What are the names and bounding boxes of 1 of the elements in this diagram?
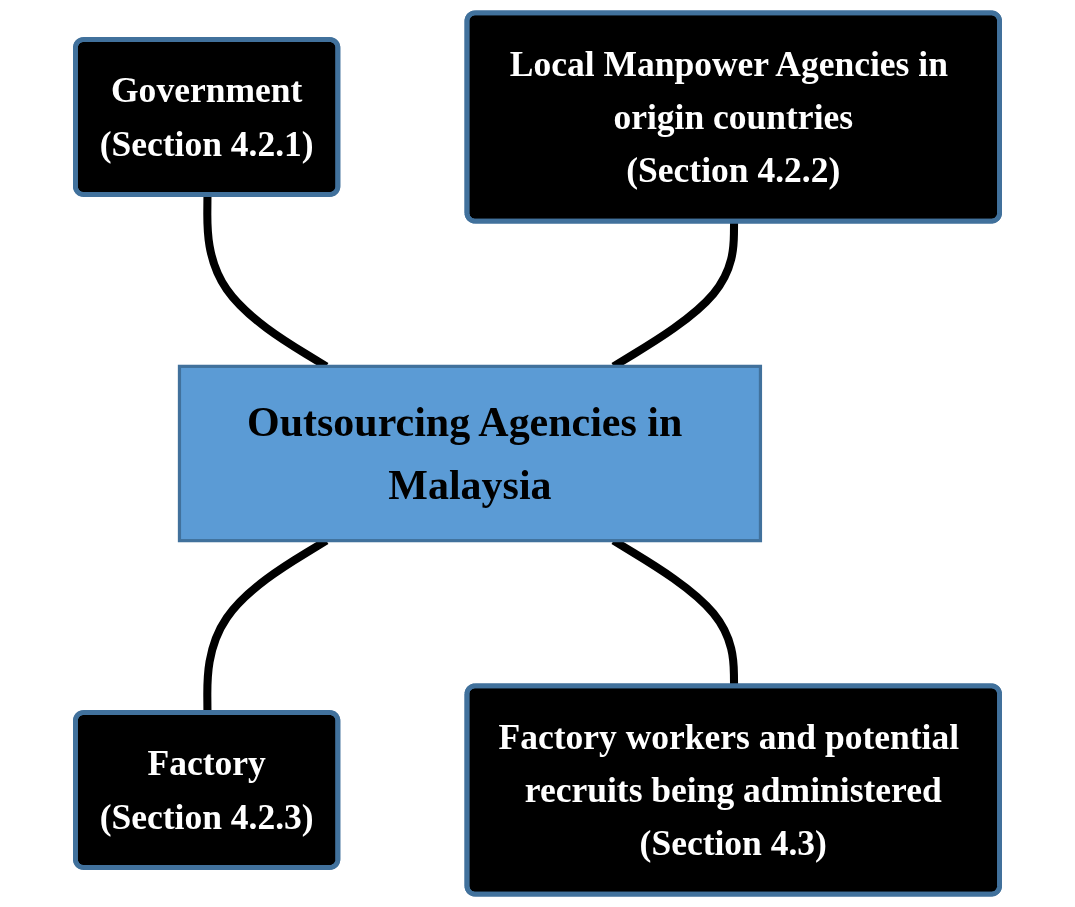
node-box: Outsourcing Agencies in Malaysia — [177, 364, 763, 543]
